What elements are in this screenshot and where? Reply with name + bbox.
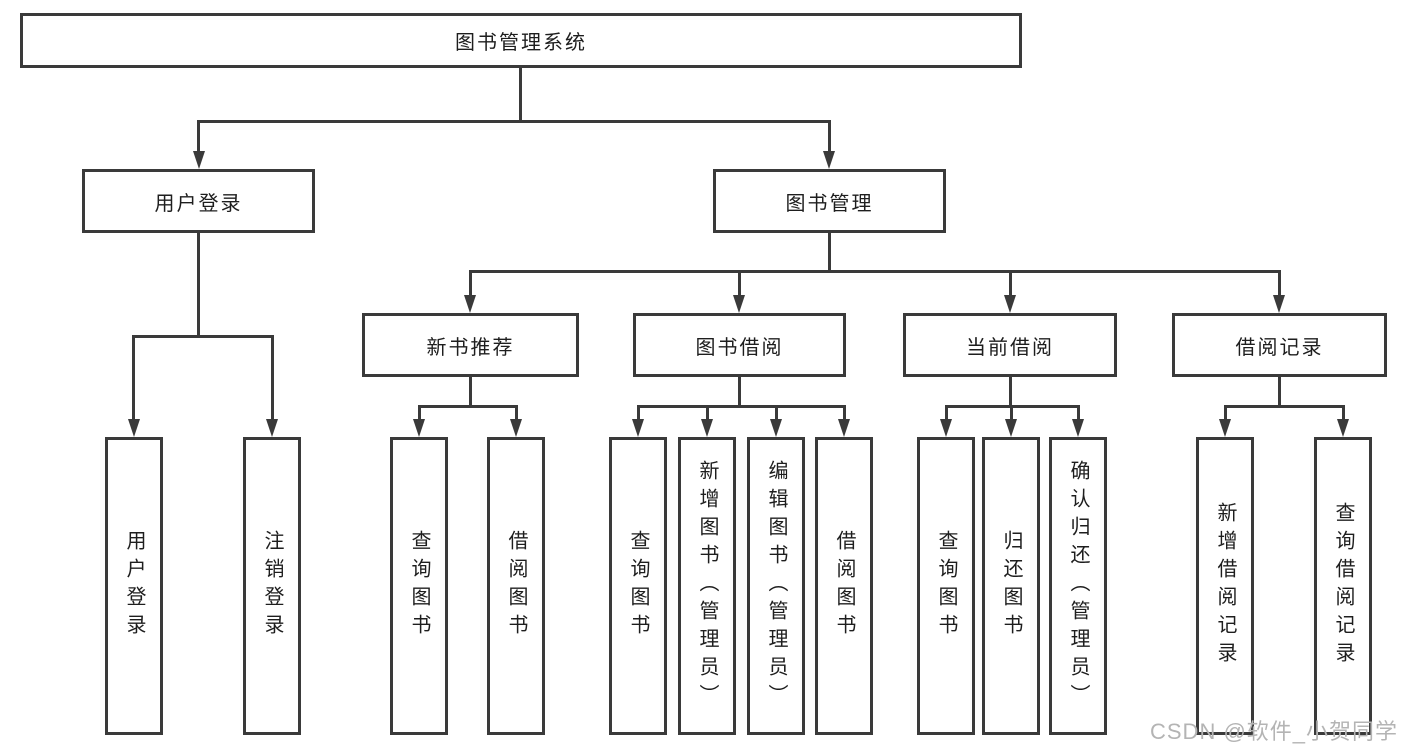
connector-to-leaf-bb-query [637, 405, 640, 419]
node-user-login: 用户登录 [82, 169, 315, 233]
leaf-user-login: 用户登录 [105, 437, 163, 735]
arrow-down-icon [1219, 419, 1231, 437]
connector-borrow-records-stem [1278, 377, 1281, 405]
arrow-down-icon [193, 151, 205, 169]
leaf-cb-query-books-label: 查询图书 [935, 530, 957, 642]
connector-book-borrow-stem [738, 377, 741, 405]
connector-to-current-borrow [1009, 270, 1012, 296]
leaf-cb-return-books: 归还图书 [982, 437, 1040, 735]
connector-to-leaf-cb-return [1010, 405, 1013, 419]
csdn-watermark: CSDN @软件_小贺同学 [1150, 719, 1399, 744]
connector-to-book-mgmt [828, 120, 831, 152]
node-new-book-rec: 新书推荐 [362, 313, 579, 377]
leaf-logout-label: 注销登录 [261, 530, 283, 642]
node-book-borrow-label: 图书借阅 [695, 336, 784, 359]
connector-to-user-login [197, 120, 200, 152]
node-book-mgmt-label: 图书管理 [785, 192, 874, 215]
leaf-bb-query-books: 查询图书 [609, 437, 667, 735]
connector-borrow-records-branch [1224, 405, 1345, 408]
leaf-bb-borrow-books: 借阅图书 [815, 437, 873, 735]
leaf-cb-query-books: 查询图书 [917, 437, 975, 735]
node-book-mgmt: 图书管理 [713, 169, 946, 233]
leaf-br-query-record: 查询借阅记录 [1314, 437, 1372, 735]
node-current-borrow: 当前借阅 [903, 313, 1117, 377]
leaf-rec-borrow-books-label: 借阅图书 [505, 530, 527, 642]
node-borrow-records-label: 借阅记录 [1235, 336, 1324, 359]
leaf-br-add-record-label: 新增借阅记录 [1214, 502, 1236, 670]
connector-to-leaf-bb-borrow [843, 405, 846, 419]
leaf-rec-borrow-books: 借阅图书 [487, 437, 545, 735]
node-new-book-rec-label: 新书推荐 [426, 336, 515, 359]
connector-to-leaf-br-add [1224, 405, 1227, 419]
connector-book-mgmt-branch [469, 270, 1281, 273]
leaf-bb-edit-books-admin: 编辑图书（管理员） [747, 437, 805, 735]
leaf-br-add-record: 新增借阅记录 [1196, 437, 1254, 735]
arrow-down-icon [632, 419, 644, 437]
connector-to-leaf-bb-add [706, 405, 709, 419]
connector-to-leaf-cb-query [945, 405, 948, 419]
node-root-label: 图书管理系统 [455, 32, 587, 54]
arrow-down-icon [413, 419, 425, 437]
arrow-down-icon [1004, 295, 1016, 313]
connector-to-leaf-login [132, 335, 135, 419]
leaf-br-query-record-label: 查询借阅记录 [1332, 502, 1354, 670]
connector-book-mgmt-stem [828, 233, 831, 270]
connector-current-borrow-stem [1009, 377, 1012, 405]
arrow-down-icon [1273, 295, 1285, 313]
node-user-login-label: 用户登录 [154, 192, 243, 215]
arrow-down-icon [770, 419, 782, 437]
arrow-down-icon [128, 419, 140, 437]
arrow-down-icon [1005, 419, 1017, 437]
leaf-bb-query-books-label: 查询图书 [627, 530, 649, 642]
connector-to-leaf-br-query [1342, 405, 1345, 419]
connector-to-new-book-rec [469, 270, 472, 296]
connector-to-leaf-rec-borrow [515, 405, 518, 419]
arrow-down-icon [510, 419, 522, 437]
node-book-borrow: 图书借阅 [633, 313, 846, 377]
arrow-down-icon [701, 419, 713, 437]
connector-user-login-branch [132, 335, 274, 338]
leaf-bb-add-books-admin: 新增图书（管理员） [678, 437, 736, 735]
node-root: 图书管理系统 [20, 13, 1022, 68]
arrow-down-icon [823, 151, 835, 169]
leaf-rec-query-books-label: 查询图书 [408, 530, 430, 642]
connector-root-branch [197, 120, 831, 123]
connector-to-leaf-bb-edit [775, 405, 778, 419]
leaf-bb-edit-books-admin-label: 编辑图书（管理员） [765, 460, 787, 712]
leaf-user-login-label: 用户登录 [123, 530, 145, 642]
arrow-down-icon [940, 419, 952, 437]
arrow-down-icon [838, 419, 850, 437]
connector-to-leaf-cb-confirm [1077, 405, 1080, 419]
arrow-down-icon [266, 419, 278, 437]
connector-to-book-borrow [738, 270, 741, 296]
connector-new-book-rec-stem [469, 377, 472, 405]
leaf-logout: 注销登录 [243, 437, 301, 735]
connector-new-book-rec-branch [418, 405, 518, 408]
connector-user-login-stem [197, 233, 200, 335]
leaf-cb-confirm-return-admin: 确认归还（管理员） [1049, 437, 1107, 735]
connector-to-leaf-logout [271, 335, 274, 419]
arrow-down-icon [1337, 419, 1349, 437]
leaf-bb-add-books-admin-label: 新增图书（管理员） [696, 460, 718, 712]
node-current-borrow-label: 当前借阅 [966, 336, 1054, 359]
leaf-rec-query-books: 查询图书 [390, 437, 448, 735]
arrow-down-icon [733, 295, 745, 313]
leaf-cb-return-books-label: 归还图书 [1000, 530, 1022, 642]
arrow-down-icon [1072, 419, 1084, 437]
connector-to-leaf-rec-query [418, 405, 421, 419]
node-borrow-records: 借阅记录 [1172, 313, 1387, 377]
leaf-cb-confirm-return-admin-label: 确认归还（管理员） [1067, 460, 1089, 712]
connector-to-borrow-records [1278, 270, 1281, 296]
leaf-bb-borrow-books-label: 借阅图书 [833, 530, 855, 642]
connector-book-borrow-branch [637, 405, 846, 408]
arrow-down-icon [464, 295, 476, 313]
connector-root-stem [519, 68, 522, 120]
